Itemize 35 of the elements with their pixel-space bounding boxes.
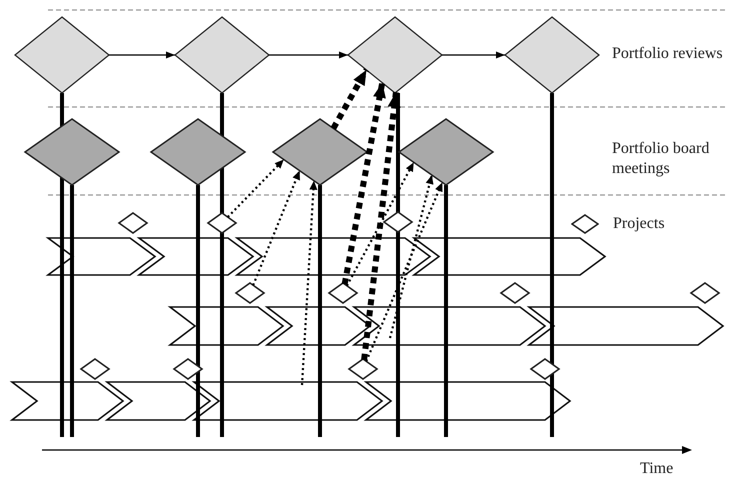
dotted-arrow: [346, 162, 415, 286]
legend-label: Projects: [613, 214, 665, 234]
board-meeting-diamond: [273, 119, 367, 185]
heavy-dashed-arrow: [342, 82, 386, 285]
milestone-diamond: [501, 283, 529, 303]
row-label: Portfolio reviews: [612, 44, 724, 64]
dotted-arrow: [300, 180, 318, 386]
board-meeting-diamond: [151, 119, 245, 185]
arrow: [269, 52, 348, 58]
milestone-diamond: [81, 359, 109, 379]
axis-label: Time: [640, 459, 674, 477]
board-meeting-diamond: [25, 119, 119, 185]
milestone-diamond: [119, 213, 147, 233]
milestone-diamond: [329, 283, 357, 303]
dotted-arrow: [252, 170, 301, 286]
review-diamond: [348, 17, 442, 93]
arrow: [109, 52, 175, 58]
milestone-diamond: [691, 283, 719, 303]
dotted-arrow: [365, 182, 444, 362]
heavy-dashed-arrow: [361, 92, 401, 360]
milestone-diamond: [236, 283, 264, 303]
review-diamond: [15, 17, 109, 93]
milestone-diamond: [208, 213, 236, 233]
dotted-arrow: [388, 174, 434, 338]
arrow: [442, 52, 505, 58]
milestone-diamond: [174, 359, 202, 379]
board-meeting-diamond: [399, 119, 493, 185]
milestone-diamond: [384, 212, 412, 232]
row-label: Portfolio board meetings: [612, 139, 710, 179]
review-diamond: [175, 17, 269, 93]
heavy-dashed-arrow: [330, 68, 370, 130]
dotted-arrow: [226, 158, 285, 218]
review-diamond: [505, 17, 599, 93]
milestone-diamond: [531, 359, 559, 379]
milestone-diamond: [349, 359, 377, 379]
